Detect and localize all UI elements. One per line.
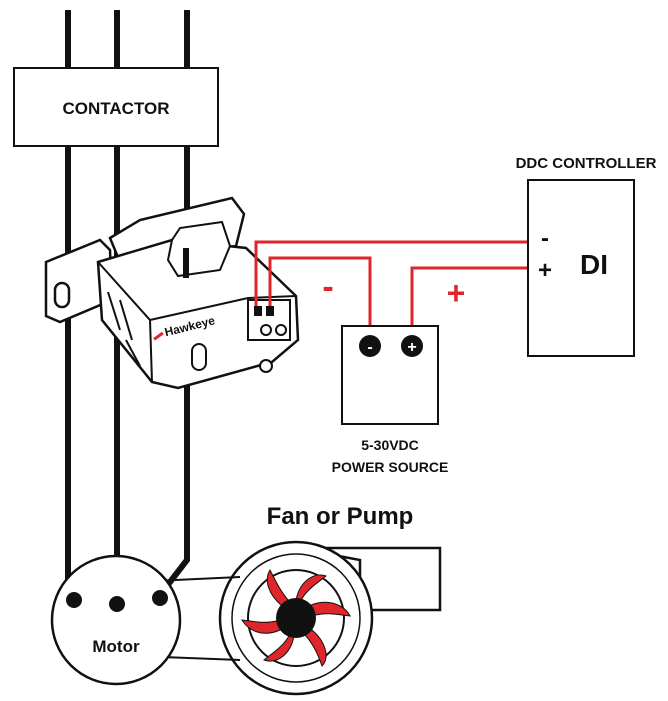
ddc-controller-title: DDC CONTROLLER: [516, 155, 657, 172]
signal-wiring: [254, 240, 528, 334]
contactor-box: [13, 67, 219, 147]
wire-power-minus: [268, 256, 372, 334]
motor-housing: [50, 554, 182, 686]
ddc-controller-box: [527, 179, 635, 357]
fan-or-pump-title: Fan or Pump: [267, 503, 414, 530]
power-minus-terminal: -: [359, 335, 381, 357]
ddc-plus-terminal: +: [538, 257, 552, 284]
sensor-mount-hole: [53, 281, 71, 309]
power-source-box: [341, 325, 439, 425]
fan-impeller: [241, 568, 351, 667]
motor-label: Motor: [92, 637, 140, 656]
motor-terminals: [66, 590, 168, 612]
svg-text:+: +: [407, 339, 416, 356]
svg-text:-: -: [367, 339, 372, 356]
top-conductors: [65, 10, 190, 68]
power-source-voltage: 5-30VDC: [361, 437, 419, 453]
wire-power-plus: [410, 266, 528, 334]
wire-ddc-minus: [254, 240, 528, 306]
contactor-label: CONTACTOR: [62, 99, 169, 118]
current-sensor: Hawkeye: [44, 196, 300, 390]
wire-plus-sign: +: [447, 275, 466, 311]
wire-minus-sign: -: [322, 268, 333, 306]
power-plus-terminal: +: [401, 335, 423, 357]
power-source-label: POWER SOURCE: [332, 459, 449, 475]
fan-housing: [218, 540, 442, 696]
ddc-minus-terminal: -: [541, 225, 549, 252]
ddc-input-label: DI: [580, 249, 608, 280]
